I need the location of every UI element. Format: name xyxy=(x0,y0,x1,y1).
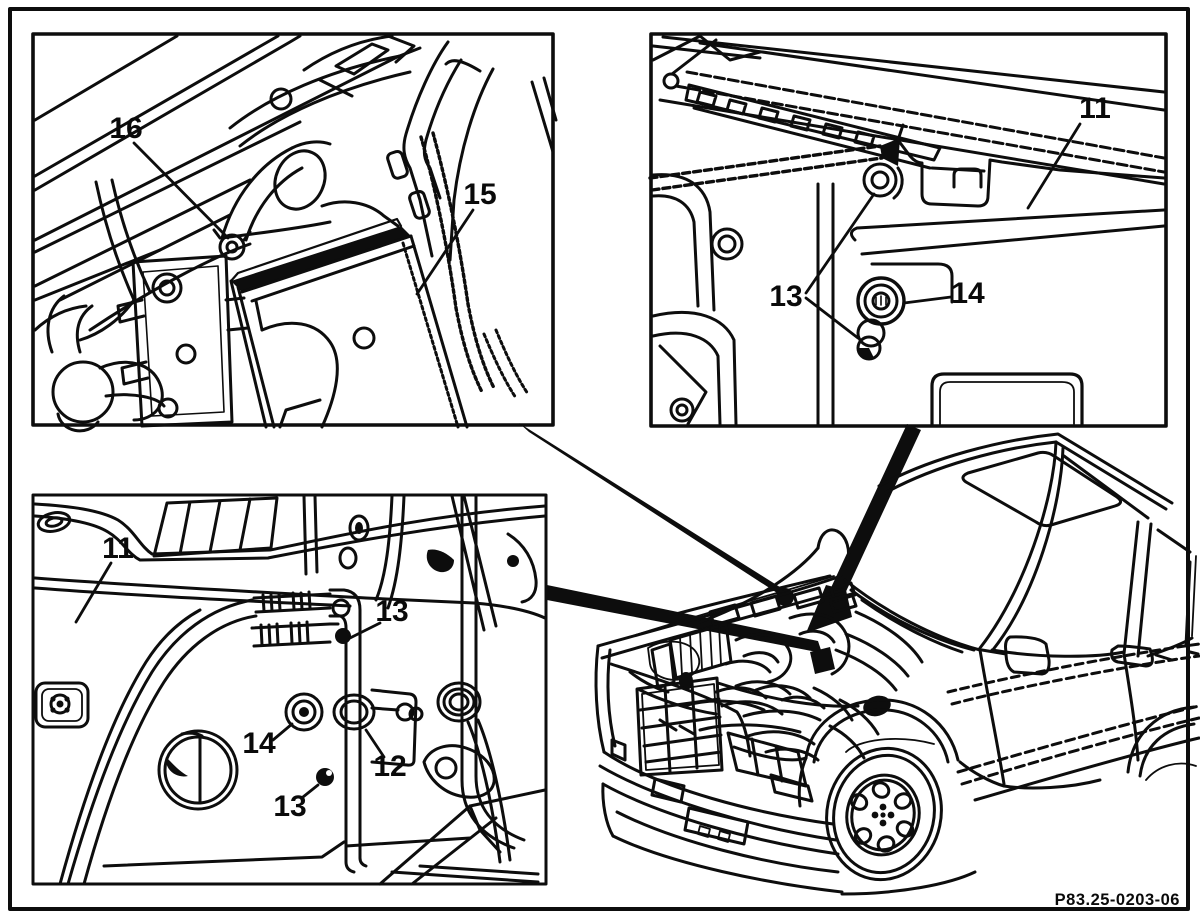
svg-text:11: 11 xyxy=(1079,92,1111,125)
svg-text:14: 14 xyxy=(951,277,985,310)
svg-text:15: 15 xyxy=(463,178,496,211)
svg-text:12: 12 xyxy=(373,750,406,783)
svg-text:P83.25-0203-06: P83.25-0203-06 xyxy=(1055,891,1180,909)
svg-text:13: 13 xyxy=(273,790,306,823)
svg-text:14: 14 xyxy=(242,727,276,760)
svg-text:13: 13 xyxy=(769,280,802,313)
svg-text:16: 16 xyxy=(109,112,142,145)
svg-text:11: 11 xyxy=(102,532,134,565)
